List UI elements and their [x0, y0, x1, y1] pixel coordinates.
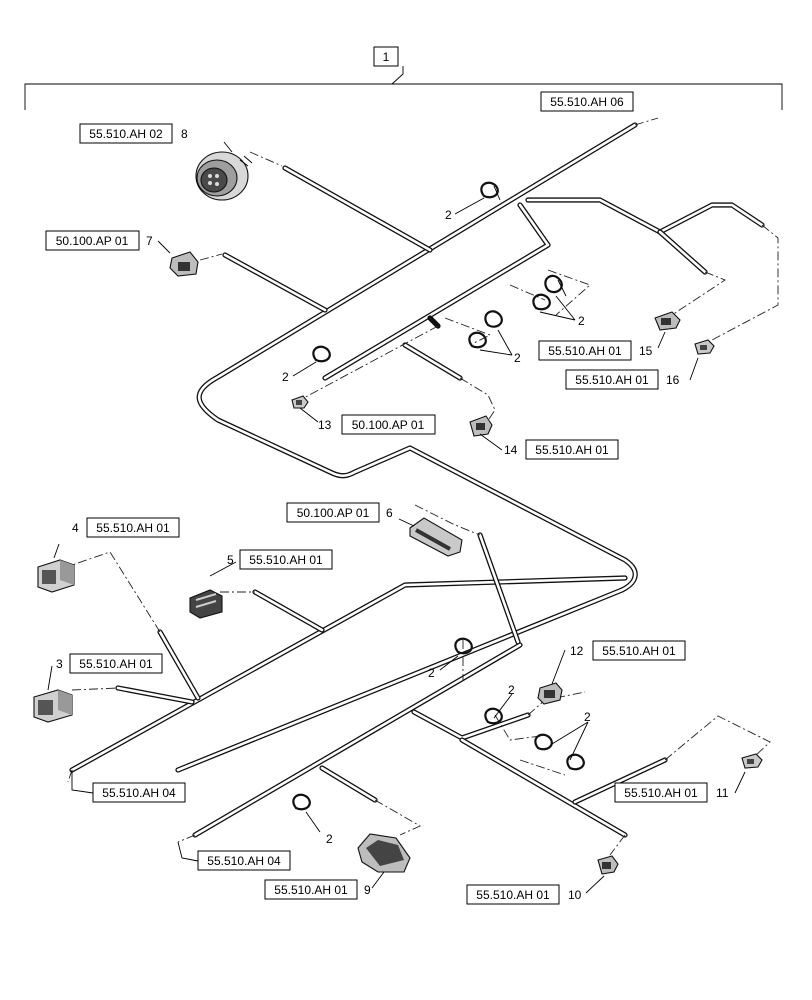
callout-2-c: 2 [578, 314, 585, 328]
wire-harness [69, 122, 765, 838]
ref-55-510-ah-01-item3: 55.510.AH 01 [69, 653, 163, 674]
clips [292, 181, 585, 811]
callout-15: 15 [639, 344, 653, 358]
connector-12 [537, 682, 563, 705]
callout-9: 9 [364, 883, 371, 897]
ref-55-510-ah-01-item10: 55.510.AH 01 [466, 884, 560, 905]
clip-c [532, 293, 551, 311]
callout-leaders [47, 141, 746, 894]
callout-8: 8 [181, 127, 188, 141]
clip-a [480, 181, 501, 201]
callout-10: 10 [568, 888, 582, 902]
svg-text:55.510.AH 01: 55.510.AH 01 [575, 373, 649, 387]
svg-text:55.510.AH 01: 55.510.AH 01 [249, 553, 323, 567]
ref-55-510-ah-01-item11: 55.510.AH 01 [614, 782, 708, 803]
clip-h [484, 707, 503, 725]
callout-2-a: 2 [445, 208, 452, 222]
connector-16 [694, 339, 715, 355]
connector-14 [469, 415, 493, 437]
callout-2-b: 2 [282, 370, 289, 384]
association-lines [67, 117, 779, 856]
ref-55-510-ah-01-item5: 55.510.AH 01 [239, 549, 333, 570]
callout-2-e: 2 [428, 666, 435, 680]
clip-g [454, 637, 473, 655]
callout-6: 6 [386, 506, 393, 520]
ref-50-100-ap-01-item13: 50.100.AP 01 [341, 414, 436, 435]
svg-text:55.510.AH 01: 55.510.AH 01 [624, 786, 698, 800]
ref-55-510-ah-02: 55.510.AH 02 [79, 123, 173, 144]
svg-text:50.100.AP 01: 50.100.AP 01 [352, 418, 425, 432]
svg-text:55.510.AH 01: 55.510.AH 01 [602, 644, 676, 658]
svg-text:55.510.AH 01: 55.510.AH 01 [96, 521, 170, 535]
ref-50-100-ap-01-item7: 50.100.AP 01 [45, 230, 140, 251]
assembly-bracket: 1 [24, 46, 783, 110]
item-numbers: 8 7 15 16 13 14 6 4 5 3 12 11 9 10 2 2 2… [56, 127, 729, 902]
ref-55-510-ah-01-item12: 55.510.AH 01 [592, 640, 686, 661]
connector-10 [597, 855, 619, 875]
svg-text:55.510.AH 01: 55.510.AH 01 [548, 344, 622, 358]
callout-7: 7 [146, 234, 153, 248]
callout-4: 4 [72, 521, 79, 535]
connector-6 [409, 517, 463, 557]
item-1-label: 1 [383, 50, 390, 64]
callout-2-f: 2 [508, 683, 515, 697]
svg-text:55.510.AH 01: 55.510.AH 01 [274, 883, 348, 897]
clip-k [292, 793, 311, 811]
clip-b [544, 274, 567, 297]
svg-text:55.510.AH 06: 55.510.AH 06 [550, 95, 624, 109]
svg-text:55.510.AH 01: 55.510.AH 01 [476, 888, 550, 902]
callout-3: 3 [56, 657, 63, 671]
clip-j [566, 753, 585, 771]
callout-2-g: 2 [584, 710, 591, 724]
svg-text:50.100.AP 01: 50.100.AP 01 [56, 234, 129, 248]
connector-11 [741, 753, 763, 769]
connector-8-round [195, 151, 253, 201]
connector-4 [37, 559, 75, 593]
callout-14: 14 [504, 443, 518, 457]
clip-e [468, 331, 487, 349]
ref-55-510-ah-01-item16: 55.510.AH 01 [565, 369, 659, 390]
clip-f [312, 345, 331, 363]
ref-55-510-ah-06: 55.510.AH 06 [540, 91, 634, 112]
callout-11: 11 [716, 786, 729, 800]
connector-13 [291, 395, 309, 409]
connector-15 [654, 311, 681, 331]
connector-5 [189, 589, 223, 619]
svg-text:55.510.AH 04: 55.510.AH 04 [102, 786, 176, 800]
reference-labels: 55.510.AH 06 55.510.AH 02 50.100.AP 01 5… [45, 91, 708, 905]
ref-55-510-ah-01-item14: 55.510.AH 01 [525, 439, 619, 460]
callout-2-h: 2 [326, 832, 333, 846]
ref-55-510-ah-01-item4: 55.510.AH 01 [86, 517, 180, 538]
svg-text:55.510.AH 02: 55.510.AH 02 [89, 127, 163, 141]
clip-i [534, 733, 553, 751]
callout-5: 5 [227, 553, 234, 567]
connector-7 [169, 251, 199, 277]
svg-text:50.100.AP 01: 50.100.AP 01 [297, 506, 370, 520]
svg-text:55.510.AH 01: 55.510.AH 01 [535, 443, 609, 457]
ref-55-510-ah-01-item9: 55.510.AH 01 [264, 879, 358, 900]
callout-12: 12 [570, 644, 584, 658]
ref-55-510-ah-04-bottom: 55.510.AH 04 [197, 850, 291, 871]
callout-2-d: 2 [514, 351, 521, 365]
svg-text:55.510.AH 04: 55.510.AH 04 [207, 854, 281, 868]
ref-55-510-ah-04-left: 55.510.AH 04 [92, 782, 186, 803]
ref-50-100-ap-01-item6: 50.100.AP 01 [286, 502, 380, 523]
connector-3 [33, 689, 73, 723]
svg-text:55.510.AH 01: 55.510.AH 01 [79, 657, 153, 671]
callout-13: 13 [318, 418, 332, 432]
callout-16: 16 [666, 373, 680, 387]
connector-9 [357, 833, 411, 873]
ref-55-510-ah-01-item15: 55.510.AH 01 [538, 340, 632, 361]
clip-d [484, 310, 503, 328]
